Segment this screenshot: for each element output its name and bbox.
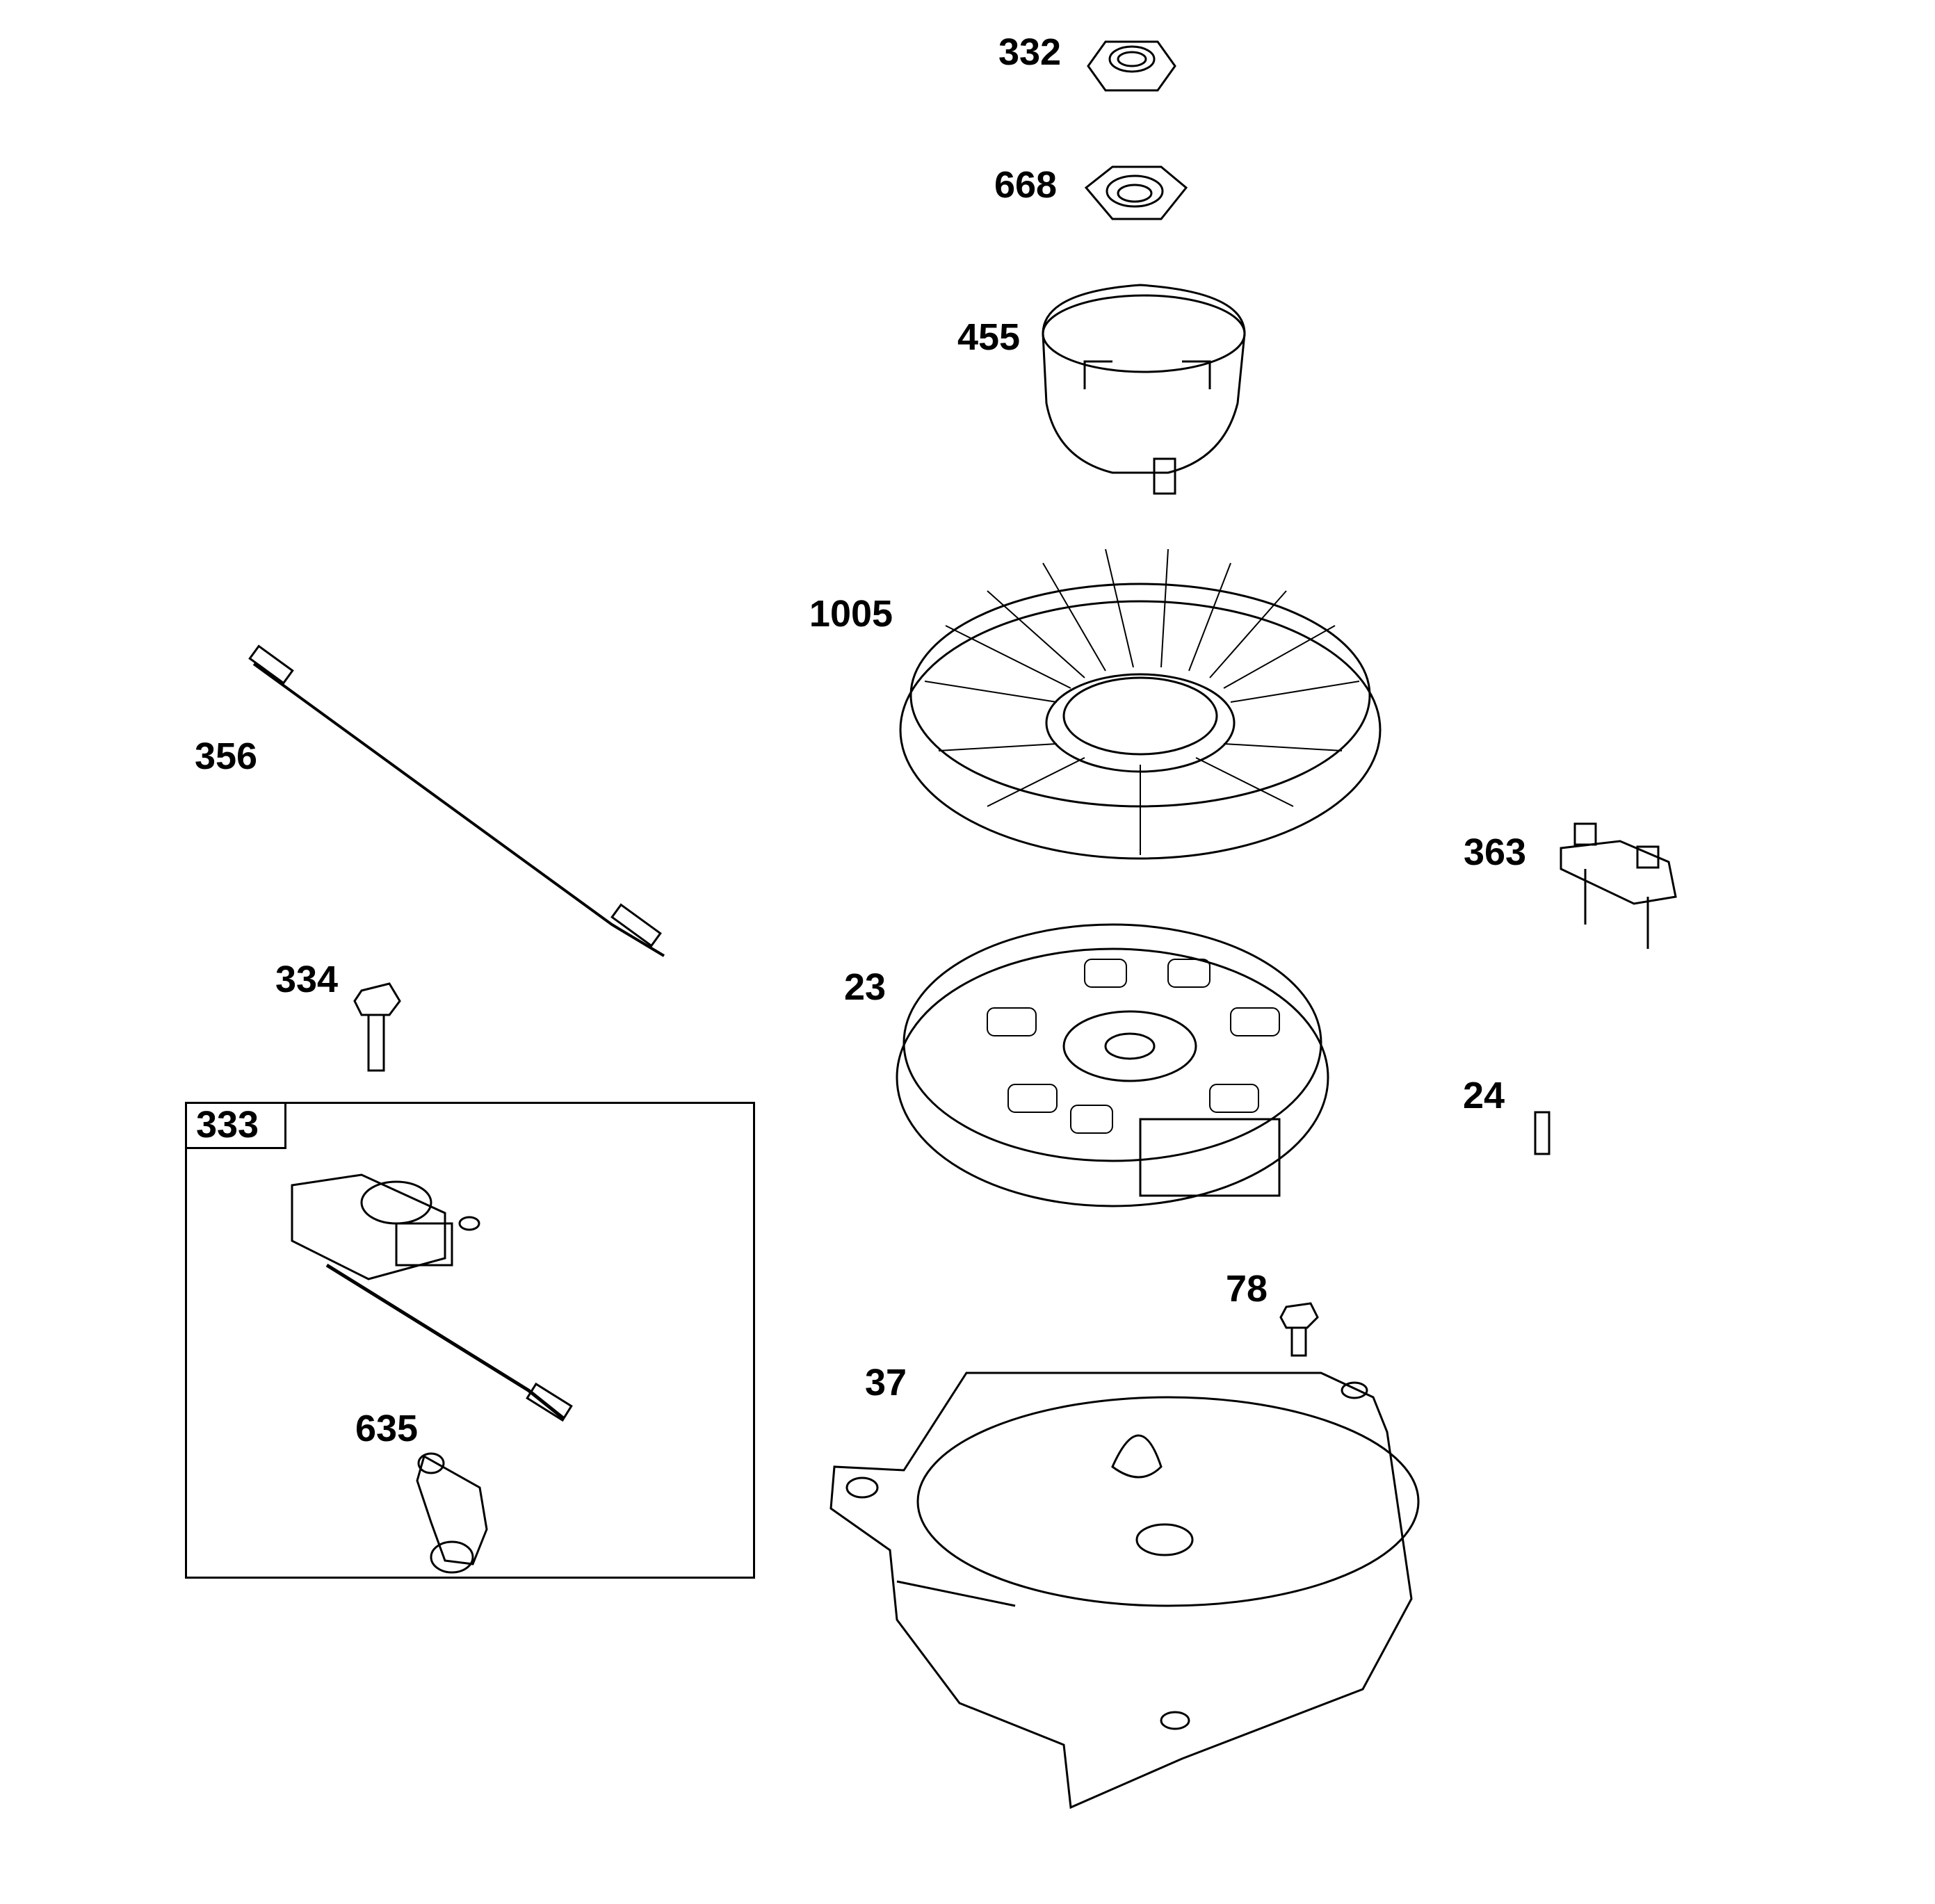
part-24-key[interactable] [1535, 1112, 1549, 1154]
callout-668[interactable]: 668 [994, 164, 1058, 206]
callout-356[interactable]: 356 [194, 735, 258, 777]
armature-kit-frame [185, 1102, 755, 1579]
callout-24[interactable]: 24 [1462, 1075, 1505, 1116]
part-1005-fan[interactable] [900, 549, 1380, 859]
part-334-screw[interactable] [355, 984, 400, 1071]
part-635-boot[interactable] [417, 1454, 487, 1572]
callout-1005[interactable]: 1005 [809, 593, 893, 635]
callout-78[interactable]: 78 [1225, 1268, 1268, 1310]
part-455-starter-cup[interactable] [1043, 285, 1245, 494]
part-356-wire[interactable] [250, 646, 664, 956]
callout-23[interactable]: 23 [843, 966, 886, 1008]
part-37-blower-housing[interactable] [831, 1373, 1418, 1807]
callout-455[interactable]: 455 [957, 316, 1021, 358]
part-333-armature[interactable] [292, 1175, 572, 1420]
part-668-washer[interactable] [1086, 167, 1186, 219]
callout-37[interactable]: 37 [864, 1362, 907, 1403]
part-363-bracket[interactable] [1561, 824, 1676, 949]
part-332-nut[interactable] [1088, 42, 1175, 90]
callout-363[interactable]: 363 [1463, 831, 1527, 873]
callout-635[interactable]: 635 [355, 1408, 419, 1449]
armature-kit-label-tab [185, 1102, 286, 1149]
part-78-screw[interactable] [1281, 1303, 1318, 1356]
callout-332[interactable]: 332 [998, 31, 1062, 73]
part-23-flywheel[interactable] [897, 925, 1328, 1206]
callout-334[interactable]: 334 [275, 959, 339, 1000]
callout-333[interactable]: 333 [195, 1104, 259, 1146]
